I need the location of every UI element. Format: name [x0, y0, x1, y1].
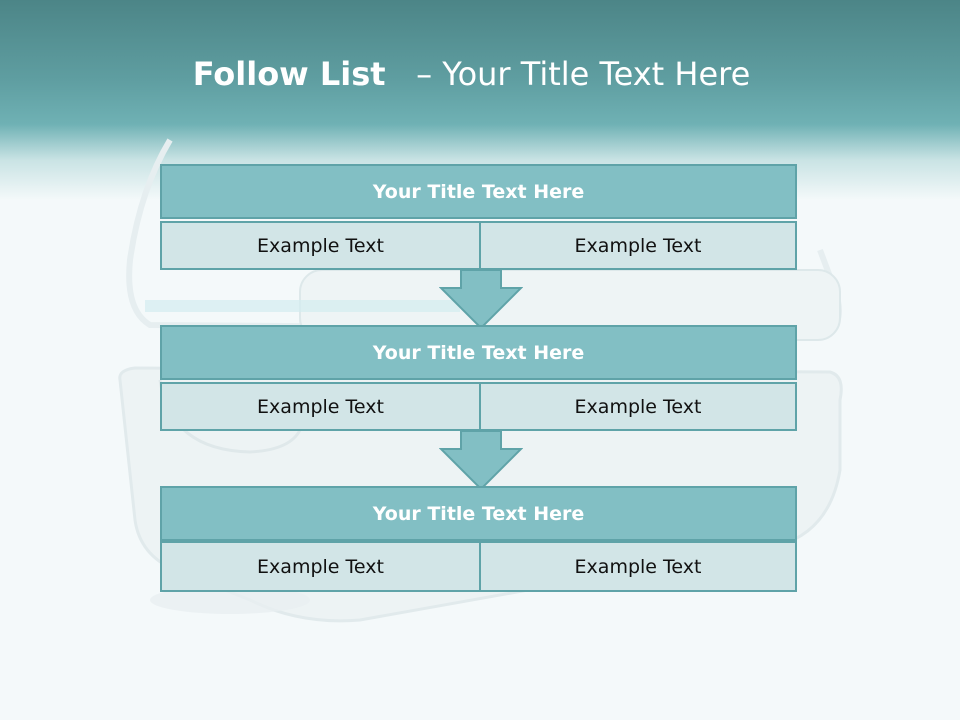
page-title-rest: – Your Title Text Here [416, 55, 751, 93]
step-title: Your Title Text Here [160, 486, 797, 541]
step-2: Your Title Text Here Example Text Exampl… [160, 325, 800, 433]
step-title: Your Title Text Here [160, 164, 797, 219]
step-left-text: Example Text [160, 382, 481, 431]
step-right-text: Example Text [479, 382, 797, 431]
down-arrow-icon [439, 270, 523, 330]
step-right-text: Example Text [479, 541, 797, 592]
page-title: Follow List – Your Title Text Here [0, 50, 943, 98]
down-arrow-icon [439, 431, 523, 491]
step-right-text: Example Text [479, 221, 797, 270]
page-title-bold: Follow List [192, 55, 386, 93]
step-left-text: Example Text [160, 541, 481, 592]
step-left-text: Example Text [160, 221, 481, 270]
step-3: Your Title Text Here Example Text Exampl… [160, 486, 800, 592]
step-title: Your Title Text Here [160, 325, 797, 380]
step-1: Your Title Text Here Example Text Exampl… [160, 164, 800, 272]
